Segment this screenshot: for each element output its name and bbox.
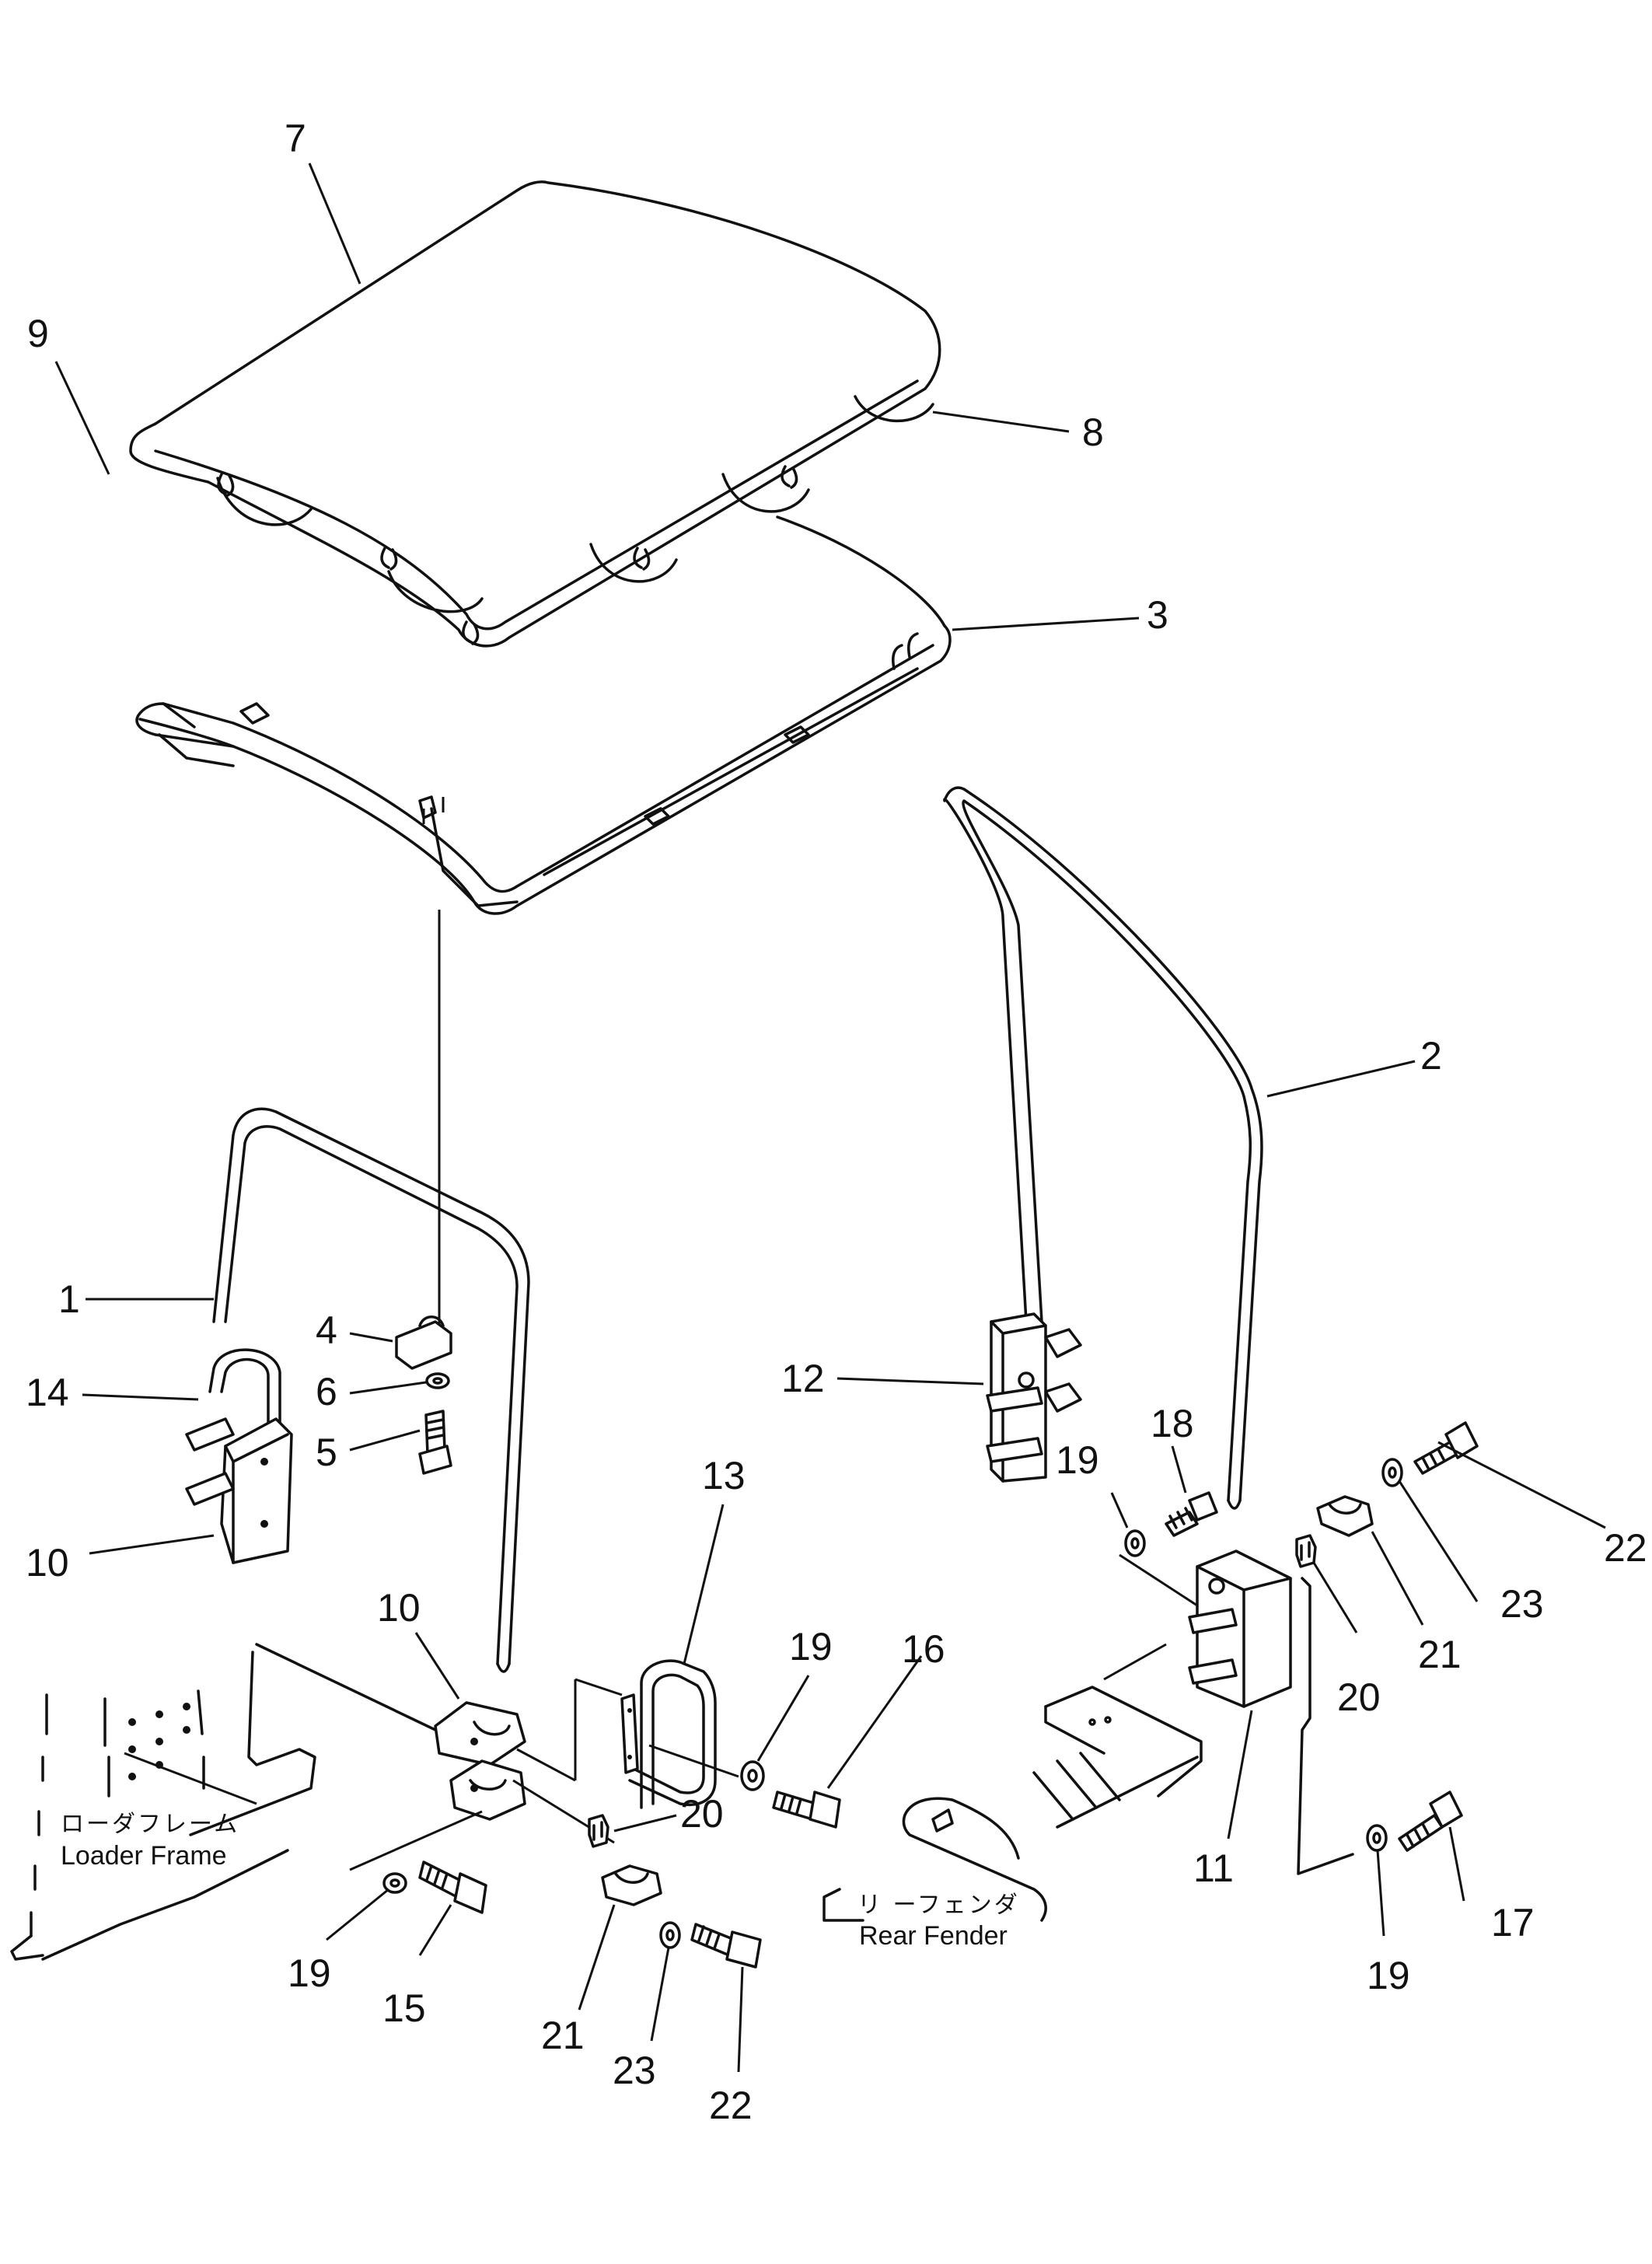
rear-fender-label-jp: リ ーフェンダ (857, 1892, 1020, 1919)
part-number-labels: 7 9 8 3 2 1 14 10 4 6 5 12 13 10 19 16 1… (26, 117, 1647, 2127)
bolt-part-16 (772, 1791, 841, 1829)
label-part-9: 9 (27, 312, 49, 355)
left-rollbar-part (212, 1107, 530, 1673)
label-part-10-upper: 10 (26, 1541, 69, 1584)
label-part-2: 2 (1420, 1034, 1442, 1078)
loader-frame-label-en: Loader Frame (61, 1841, 227, 1871)
label-part-7: 7 (285, 117, 306, 160)
label-part-17: 17 (1491, 1901, 1535, 1944)
loader-frame-label-jp: ローダフレーム (61, 1811, 239, 1838)
alignment-line (1297, 1577, 1354, 1875)
washer-part-19-right-lower (1366, 1824, 1388, 1852)
alignment-line (1119, 1553, 1198, 1607)
roof-frame-part (135, 515, 952, 915)
label-part-5: 5 (316, 1431, 337, 1474)
label-part-8: 8 (1082, 411, 1104, 454)
grab-handle-part-13 (620, 1659, 717, 1809)
label-part-15: 15 (382, 1986, 426, 2030)
label-part-18: 18 (1151, 1402, 1194, 1445)
label-part-20-right: 20 (1337, 1675, 1381, 1719)
clamp-part-21-center (601, 1864, 662, 1906)
label-part-19-left: 19 (288, 1951, 331, 1995)
washer-part-19-left (382, 1872, 407, 1894)
clamp-part-4 (395, 1315, 452, 1370)
right-rollbar-part (943, 786, 1263, 1510)
label-part-19-right-lower: 19 (1367, 1954, 1410, 1997)
rear-fender-label-en: Rear Fender (859, 1921, 1008, 1951)
bolt-part-22-right (1413, 1421, 1479, 1475)
bolt-part-15 (418, 1860, 487, 1914)
alignment-line (575, 1678, 623, 1696)
label-part-4: 4 (316, 1308, 337, 1352)
bolt-part-18 (1165, 1491, 1218, 1537)
label-part-6: 6 (316, 1370, 337, 1413)
label-part-16: 16 (902, 1627, 945, 1671)
label-part-19-center: 19 (789, 1625, 833, 1668)
label-part-10-lower: 10 (377, 1586, 421, 1630)
bolt-part-5 (418, 1410, 452, 1475)
roof-cover-part (129, 180, 941, 648)
label-part-23-right: 23 (1500, 1582, 1544, 1626)
washer-part-19-right-upper (1124, 1529, 1146, 1557)
washer-part-23-right (1381, 1458, 1403, 1487)
washer-part-23-center (659, 1921, 681, 1949)
label-part-3: 3 (1147, 593, 1168, 637)
leader-lines (54, 162, 1606, 2073)
label-part-22-center: 22 (709, 2084, 753, 2127)
label-part-22-right: 22 (1604, 1526, 1647, 1570)
label-part-1: 1 (58, 1277, 80, 1321)
rear-fender-plate (823, 1643, 1203, 1922)
label-part-20-center: 20 (680, 1792, 724, 1836)
label-part-11: 11 (1193, 1846, 1234, 1890)
alignment-line (516, 1748, 576, 1782)
callout-texts: ローダフレーム Loader Frame リ ーフェンダ Rear Fender (61, 1811, 1020, 1951)
u-bolt-part (208, 1348, 281, 1432)
left-upper-bracket-part (185, 1417, 293, 1564)
right-lower-bracket-part (1188, 1550, 1292, 1708)
clip-part-20-center (588, 1814, 609, 1848)
bolt-part-22-center (690, 1923, 762, 1969)
alignment-line (648, 1744, 739, 1778)
center-bracket-part-10 (434, 1701, 526, 1821)
label-part-21-center: 21 (541, 2014, 585, 2057)
loader-frame-outline (10, 1643, 437, 1961)
alignment-line (349, 1810, 483, 1871)
label-part-14: 14 (26, 1371, 69, 1414)
label-part-12: 12 (781, 1357, 825, 1400)
clamp-part-21-right (1316, 1495, 1374, 1537)
right-upper-bracket-part (986, 1312, 1082, 1483)
clip-part-20-right (1295, 1534, 1317, 1568)
label-part-23-center: 23 (613, 2049, 656, 2092)
washer-part-6 (425, 1372, 450, 1389)
label-part-13: 13 (702, 1454, 746, 1497)
label-part-21-right: 21 (1418, 1633, 1462, 1676)
washer-part-19-center (740, 1760, 765, 1791)
label-part-19-right-upper: 19 (1056, 1438, 1099, 1482)
bolt-part-17 (1398, 1791, 1463, 1852)
